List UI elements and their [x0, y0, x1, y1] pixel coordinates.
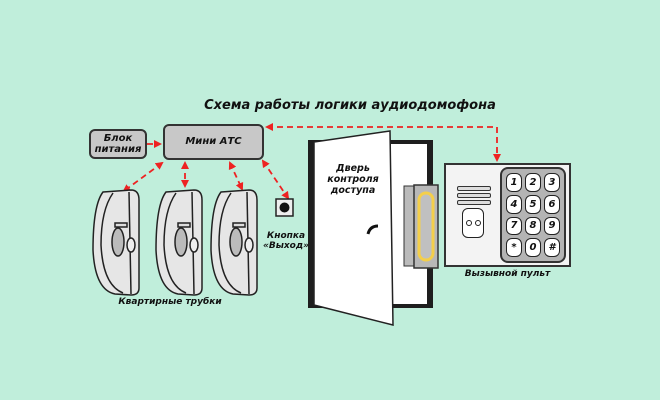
key-8[interactable]: 8 [525, 216, 541, 236]
door-label-line1: Дверь [336, 163, 370, 174]
link-pbx-handset-1 [122, 161, 164, 193]
access-door [308, 130, 433, 326]
handsets-label: Квартирные трубки [118, 297, 222, 307]
link-pbx-handset-3 [228, 161, 244, 191]
power-supply-box: Блок питания [89, 129, 147, 159]
speaker-grille-icon [457, 186, 491, 205]
call-panel-label: Вызывной пульт [464, 269, 551, 279]
key-5[interactable]: 5 [525, 194, 541, 214]
key-1[interactable]: 1 [506, 173, 522, 192]
handset-2 [155, 189, 203, 296]
key-0[interactable]: 0 [525, 238, 541, 257]
mini-pbx-box: Мини АТС [163, 124, 264, 160]
diagram-title: Схема работы логики аудиодомофона [204, 98, 496, 113]
keypad: 1 2 3 4 5 6 7 8 9 * 0 # [500, 167, 566, 263]
door-label-line3: доступа [330, 184, 376, 196]
exit-button [275, 198, 294, 217]
camera-module-icon [462, 208, 484, 238]
key-6[interactable]: 6 [544, 194, 560, 214]
handset-3 [210, 189, 258, 296]
exit-button-label: Кнопка «Выход» [256, 231, 316, 252]
key-2[interactable]: 2 [525, 173, 541, 192]
electromagnetic-lock [413, 184, 439, 269]
key-7[interactable]: 7 [506, 216, 522, 236]
door-label-line2: контроля [327, 173, 379, 185]
key-star[interactable]: * [506, 238, 522, 257]
link-pbx-exit-button [261, 159, 290, 200]
door-label: Дверь контроля доступа [322, 163, 384, 197]
exit-button-label-line1: Кнопка [266, 231, 306, 241]
key-3[interactable]: 3 [544, 173, 560, 192]
handset-1 [92, 189, 140, 296]
key-4[interactable]: 4 [506, 194, 522, 214]
link-pbx-callpanel [265, 123, 501, 162]
exit-button-label-line2: «Выход» [263, 241, 309, 252]
key-9[interactable]: 9 [544, 216, 560, 236]
key-hash[interactable]: # [544, 238, 560, 257]
